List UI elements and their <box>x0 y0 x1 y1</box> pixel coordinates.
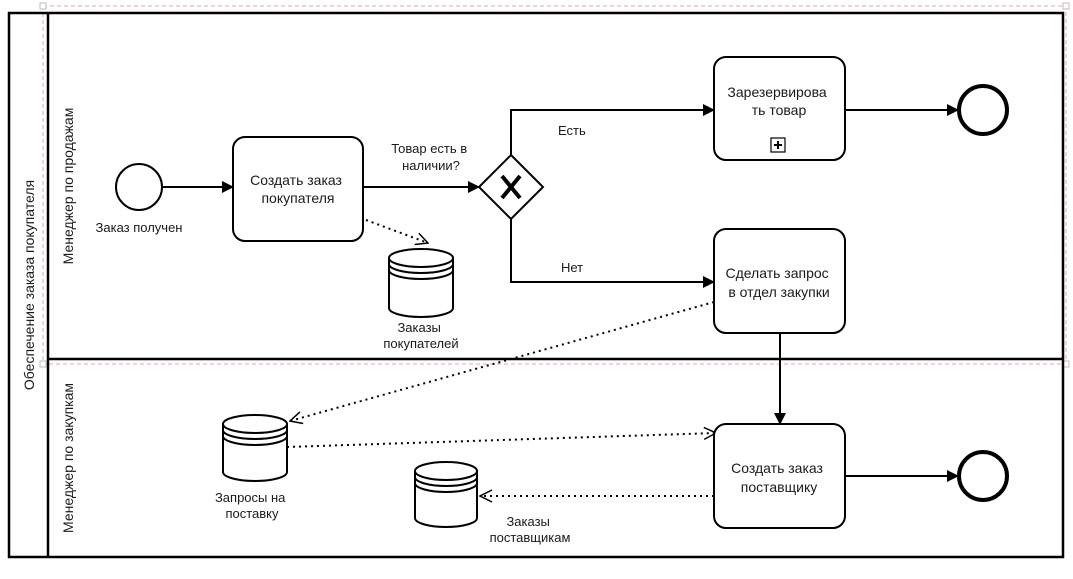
selection-outline[interactable] <box>39 2 1070 368</box>
assoc-request-to-supply-requests[interactable] <box>290 301 715 421</box>
lane-label-sales: Менеджер по продажам <box>60 108 76 265</box>
task-request-purchasing[interactable]: Сделать запрос в отдел закупки <box>713 228 846 334</box>
svg-text:Сделать запрос в отдел з: Сделать запрос в отдел закупки <box>725 265 832 300</box>
flow-label-no: Нет <box>561 260 583 275</box>
data-store-label-line: поставку <box>225 506 279 521</box>
pool-label: Обеспечение заказа покупателя <box>21 180 37 390</box>
gateway-label-line: наличии? <box>402 158 460 173</box>
selection-handle-bottom-left[interactable] <box>39 360 47 368</box>
task-label-line: покупателя <box>261 190 334 206</box>
pool[interactable]: Обеспечение заказа покупателя <box>7 11 1065 559</box>
x-marker-icon <box>500 174 522 200</box>
data-associations <box>286 219 716 496</box>
task-label-line: Сделать запрос <box>725 265 828 281</box>
flow-label-yes: Есть <box>558 123 586 138</box>
assoc-create-order-to-customer-orders[interactable] <box>365 219 428 243</box>
end-event-2[interactable] <box>957 450 1009 502</box>
lane-purchasing[interactable]: Менеджер по закупкам <box>60 383 76 533</box>
data-store-label-line: поставщикам <box>490 530 571 545</box>
data-store-label-line: Заказы <box>397 320 440 335</box>
database-icon <box>222 414 288 482</box>
task-label-line: Создать заказ <box>731 460 823 476</box>
end-event-1[interactable] <box>957 84 1009 136</box>
svg-text:Заказы покупателей: Заказы покупателей <box>383 320 458 351</box>
data-store-label-line: Запросы на <box>215 490 286 505</box>
data-store-supplier-orders[interactable]: Заказы поставщикам <box>414 461 571 545</box>
task-label-line: Зарезервирова <box>727 84 826 100</box>
flow-gateway-yes[interactable] <box>510 104 715 155</box>
selection-handle-top-left[interactable] <box>39 2 47 10</box>
sequence-flows <box>162 104 959 482</box>
start-event-label: Заказ получен <box>96 220 183 235</box>
task-create-supplier-order[interactable]: Создать заказ поставщику <box>713 423 846 529</box>
svg-text:Создать заказ покупателя: Создать заказ покупателя <box>250 172 346 206</box>
task-label-line: ть товар <box>752 102 807 118</box>
assoc-supply-requests-to-supplier-order[interactable] <box>286 433 716 448</box>
start-event[interactable]: Заказ получен <box>96 163 183 235</box>
data-store-label-line: покупателей <box>383 336 458 351</box>
data-store-customer-orders[interactable]: Заказы покупателей <box>383 248 459 351</box>
lane-sales[interactable]: Менеджер по продажам <box>48 108 1063 361</box>
selection-handle-top-right[interactable] <box>1062 2 1070 10</box>
task-label-line: Создать заказ <box>250 172 342 188</box>
task-label-line: в отдел закупки <box>728 284 829 300</box>
flow-gateway-no[interactable] <box>510 219 715 288</box>
svg-text:Заказы поставщикам: Заказы поставщикам <box>490 514 571 545</box>
data-store-supply-requests[interactable]: Запросы на поставку <box>215 414 289 521</box>
database-icon <box>388 248 454 318</box>
plus-icon[interactable] <box>770 137 786 153</box>
database-icon <box>414 461 478 528</box>
lane-label-purchasing: Менеджер по закупкам <box>60 383 76 533</box>
svg-text:Товар есть в наличии?: Товар есть в наличии? <box>391 141 471 173</box>
task-label-line: поставщику <box>741 479 817 495</box>
task-reserve-goods[interactable]: Зарезервирова ть товар <box>713 56 846 161</box>
svg-text:Создать заказ поставщику: Создать заказ поставщику <box>731 460 827 495</box>
exclusive-gateway[interactable]: Товар есть в наличии? <box>391 141 545 221</box>
task-create-customer-order[interactable]: Создать заказ покупателя <box>232 136 364 242</box>
svg-text:Зарезервирова ть товар: Зарезервирова ть товар <box>727 84 830 118</box>
data-store-label-line: Заказы <box>506 514 549 529</box>
gateway-label-line: Товар есть в <box>391 141 467 156</box>
svg-text:Запросы на поставку: Запросы на поставку <box>215 490 289 521</box>
